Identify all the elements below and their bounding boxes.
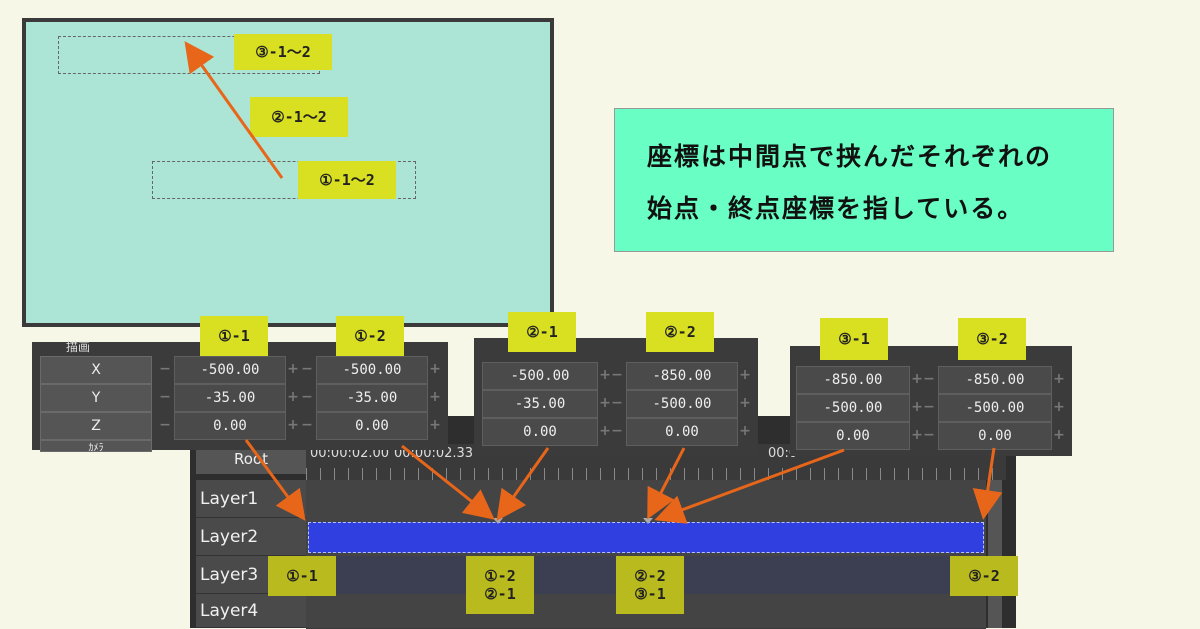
explanation-note: 座標は中間点で挟んだそれぞれの 始点・終点座標を指している。 xyxy=(614,108,1114,252)
z-start-field[interactable]: 0.00 xyxy=(796,422,910,450)
minus-icon[interactable]: − xyxy=(923,371,935,387)
minus-icon[interactable]: − xyxy=(159,361,171,377)
plus-icon[interactable]: + xyxy=(739,367,751,383)
minus-icon[interactable]: − xyxy=(159,389,171,405)
plus-icon[interactable]: + xyxy=(739,423,751,439)
plus-icon[interactable]: + xyxy=(1053,427,1065,443)
panel-header: 描画 xyxy=(66,340,91,354)
marker-end: ③-2 xyxy=(950,556,1018,596)
x-start-field[interactable]: -500.00 xyxy=(174,356,286,384)
note-line-2: 始点・終点座標を指している。 xyxy=(647,194,1025,223)
minus-icon[interactable]: − xyxy=(923,399,935,415)
layer-4-name[interactable]: Layer4 xyxy=(196,594,306,628)
y-end-field[interactable]: -500.00 xyxy=(938,394,1052,422)
tag-3-2: ③-2 xyxy=(958,318,1026,360)
plus-icon[interactable]: + xyxy=(599,423,611,439)
ruler-ticks xyxy=(306,468,1006,480)
plus-icon[interactable]: + xyxy=(287,417,299,433)
y-start-field[interactable]: -500.00 xyxy=(796,394,910,422)
layer-2-name[interactable]: Layer2 xyxy=(196,518,306,556)
z-start-field[interactable]: 0.00 xyxy=(174,412,286,440)
plus-icon[interactable]: + xyxy=(429,361,441,377)
label-camera: ｶﾒﾗ xyxy=(40,440,152,452)
plus-icon[interactable]: + xyxy=(287,361,299,377)
minus-icon[interactable]: − xyxy=(301,361,313,377)
plus-icon[interactable]: + xyxy=(429,389,441,405)
object-bounds-1[interactable] xyxy=(152,161,416,199)
marker-mid-1: ①-2 ②-1 xyxy=(466,556,534,614)
property-panel-1: 描画 X Y Z ｶﾒﾗ − -500.00 + − -35.00 + − 0.… xyxy=(32,340,448,452)
y-start-field[interactable]: -35.00 xyxy=(174,384,286,412)
plus-icon[interactable]: + xyxy=(911,371,923,387)
plus-icon[interactable]: + xyxy=(1053,399,1065,415)
arrow-2-2 xyxy=(647,447,686,520)
x-end-field[interactable]: -850.00 xyxy=(626,362,738,390)
minus-icon[interactable]: − xyxy=(159,417,171,433)
x-end-field[interactable]: -850.00 xyxy=(938,366,1052,394)
label-y: Y xyxy=(40,384,152,412)
tag-1-1: ①-1 xyxy=(200,316,268,356)
arrow-1-1 xyxy=(244,439,306,521)
z-end-field[interactable]: 0.00 xyxy=(626,418,738,446)
plus-icon[interactable]: + xyxy=(287,389,299,405)
minus-icon[interactable]: − xyxy=(611,367,623,383)
minus-icon[interactable]: − xyxy=(923,427,935,443)
x-end-field[interactable]: -500.00 xyxy=(316,356,428,384)
property-panel-2: -500.00 + -35.00 + 0.00 + − -850.00 + − … xyxy=(474,338,758,456)
tag-3-1: ③-1 xyxy=(820,318,888,360)
plus-icon[interactable]: + xyxy=(911,399,923,415)
plus-icon[interactable]: + xyxy=(599,395,611,411)
tag-2-1: ②-1 xyxy=(508,312,576,352)
plus-icon[interactable]: + xyxy=(911,427,923,443)
object-bar[interactable] xyxy=(308,522,984,553)
time-label-3: 00:0 xyxy=(768,446,798,461)
minus-icon[interactable]: − xyxy=(301,389,313,405)
minus-icon[interactable]: − xyxy=(611,395,623,411)
z-start-field[interactable]: 0.00 xyxy=(482,418,598,446)
canvas-path-arrow xyxy=(184,41,284,179)
layer-1-track[interactable] xyxy=(306,480,986,519)
tag-2-2: ②-2 xyxy=(646,312,714,352)
midpoint-2-icon[interactable] xyxy=(643,518,653,524)
x-start-field[interactable]: -500.00 xyxy=(482,362,598,390)
plus-icon[interactable]: + xyxy=(429,417,441,433)
y-start-field[interactable]: -35.00 xyxy=(482,390,598,418)
tag-1-2: ①-2 xyxy=(336,316,404,356)
arrow-1-2 xyxy=(401,444,495,520)
label-z: Z xyxy=(40,412,152,440)
plus-icon[interactable]: + xyxy=(739,395,751,411)
property-panel-3: -850.00 + -500.00 + 0.00 + − -850.00 + −… xyxy=(790,346,1072,456)
arrow-3-1 xyxy=(654,448,845,524)
z-end-field[interactable]: 0.00 xyxy=(316,412,428,440)
canvas-label-1: ①-1～2 xyxy=(298,161,396,199)
minus-icon[interactable]: − xyxy=(611,423,623,439)
marker-start: ①-1 xyxy=(268,556,336,596)
note-line-1: 座標は中間点で挟んだそれぞれの xyxy=(647,142,1053,171)
arrow-3-2 xyxy=(972,447,1003,520)
arrow-2-1 xyxy=(496,447,550,521)
plus-icon[interactable]: + xyxy=(599,367,611,383)
y-end-field[interactable]: -35.00 xyxy=(316,384,428,412)
y-end-field[interactable]: -500.00 xyxy=(626,390,738,418)
label-x: X xyxy=(40,356,152,384)
x-start-field[interactable]: -850.00 xyxy=(796,366,910,394)
marker-mid-2: ②-2 ③-1 xyxy=(616,556,684,614)
canvas-label-3: ③-1～2 xyxy=(234,34,332,70)
minus-icon[interactable]: − xyxy=(301,417,313,433)
canvas-label-2: ②-1～2 xyxy=(250,97,348,137)
midpoint-1-icon[interactable] xyxy=(493,518,503,524)
plus-icon[interactable]: + xyxy=(1053,371,1065,387)
